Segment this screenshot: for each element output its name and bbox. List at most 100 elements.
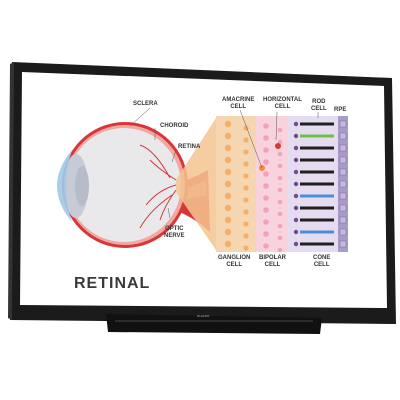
label-optic-nerve-line1: OPTIC: [165, 226, 184, 232]
rod-cell: [300, 206, 334, 210]
monitor-bottom-bar: [106, 314, 322, 334]
eye-illustration: [57, 122, 210, 248]
ganglion-cell: [224, 180, 232, 188]
bipolar-cell: [263, 135, 269, 141]
ganglion-cell: [243, 245, 249, 251]
label-optic-nerve-line2: NERVE: [164, 233, 185, 239]
ganglion-cell: [224, 120, 232, 128]
ganglion-cell: [243, 197, 249, 203]
rpe-cell: [339, 144, 347, 152]
label-rod-line1: ROD: [312, 99, 326, 105]
rpe-cell: [339, 216, 347, 224]
label-bipolar-line2: CELL: [264, 262, 281, 268]
ganglion-cell: [224, 216, 232, 224]
photoreceptor-nucleus: [293, 193, 299, 199]
bipolar-cell: [263, 195, 269, 201]
rod-cell: [300, 158, 334, 162]
brand-logo: SHARP: [197, 314, 210, 318]
ganglion-cell: [243, 185, 249, 191]
label-cone-line1: CONE: [313, 255, 331, 261]
rpe-cell: [339, 240, 347, 248]
lens-shape: [75, 166, 89, 206]
rod-cell: [300, 146, 334, 150]
ganglion-cell: [224, 156, 232, 164]
magnification-wedge: [176, 118, 216, 250]
label-horizontal-line1: HORIZONTAL: [263, 97, 302, 103]
diagram-title: RETINAL: [74, 275, 151, 292]
bipolar-cell: [277, 139, 283, 145]
ganglion-cell: [224, 204, 232, 212]
bipolar-cell: [263, 243, 269, 249]
label-cone-line2: CELL: [313, 262, 330, 268]
ganglion-layer: [216, 116, 256, 252]
rpe-cell: [339, 204, 347, 212]
retina-vessels: [139, 144, 177, 229]
label-rod-line2: CELL: [311, 106, 327, 112]
rod-cell: [300, 242, 334, 246]
bipolar-cell: [263, 219, 269, 225]
rpe-cell: [339, 180, 347, 188]
rod-cell: [300, 182, 334, 186]
bipolar-cell: [277, 247, 283, 253]
rod-cell: [300, 170, 334, 174]
ganglion-cell: [224, 144, 232, 152]
label-rpe: RPE: [334, 107, 347, 113]
ganglion-cell: [224, 168, 232, 176]
label-ganglion-line2: CELL: [226, 262, 242, 268]
label-amacrine-cell: AMACRINE CELL: [222, 97, 254, 111]
cone-cell: [300, 134, 334, 138]
label-bipolar-line1: BIPOLAR: [259, 255, 286, 261]
photoreceptor-nucleus: [293, 145, 299, 151]
bipolar-cell: [263, 123, 269, 129]
ganglion-cell: [224, 240, 232, 248]
rpe-cell: [339, 192, 347, 200]
rpe-cell: [339, 168, 347, 176]
bipolar-cell: [263, 207, 269, 213]
label-optic-nerve: OPTIC NERVE: [164, 226, 185, 240]
label-horizontal-cell: HORIZONTAL CELL: [263, 97, 302, 111]
cone-cell: [300, 230, 334, 234]
label-choroid: CHOROID: [160, 123, 189, 129]
cell-group: [224, 120, 347, 253]
label-ganglion-line1: GANGLION: [218, 255, 251, 261]
bipolar-cell: [277, 211, 283, 217]
bipolar-cell: [277, 163, 283, 169]
photoreceptor-nucleus: [293, 229, 299, 235]
ganglion-cell: [243, 221, 249, 227]
label-sclera: SCLERA: [133, 101, 158, 107]
photoreceptor-nucleus: [293, 181, 299, 187]
photoreceptor-nucleus: [293, 217, 299, 223]
pointer-lines: [129, 107, 319, 219]
photoreceptor-nucleus: [293, 205, 299, 211]
photoreceptor-nucleus: [293, 241, 299, 247]
bipolar-cell: [277, 199, 283, 205]
rpe-cell: [339, 156, 347, 164]
label-cone-cell: CONE CELL: [313, 255, 330, 269]
bipolar-cell: [263, 171, 269, 177]
bipolar-cell: [277, 187, 283, 193]
cone-cell: [300, 194, 334, 198]
bipolar-cell: [277, 151, 283, 157]
ganglion-cell: [243, 209, 249, 215]
bipolar-cell: [277, 127, 283, 133]
ganglion-cell: [243, 173, 249, 179]
bipolar-layer: [256, 116, 288, 252]
label-retina: RETINA: [178, 144, 201, 150]
label-amacrine-line1: AMACRINE: [222, 97, 255, 103]
bipolar-cell: [277, 175, 283, 181]
label-rod-cell: ROD CELL: [311, 99, 327, 113]
rpe-cell: [339, 120, 347, 128]
bipolar-cell: [277, 235, 283, 241]
bipolar-cell: [263, 159, 269, 165]
monitor-side-edge: [8, 62, 14, 320]
rod-cell: [300, 218, 334, 222]
eyeball-interior: [67, 128, 181, 242]
ganglion-cell: [243, 161, 249, 167]
cornea-shape: [57, 150, 72, 222]
rpe-cell: [339, 228, 347, 236]
label-horizontal-line2: CELL: [274, 104, 291, 110]
bipolar-cell: [277, 223, 283, 229]
rpe-cell: [339, 132, 347, 140]
monitor-bottom-strip: [115, 320, 313, 322]
